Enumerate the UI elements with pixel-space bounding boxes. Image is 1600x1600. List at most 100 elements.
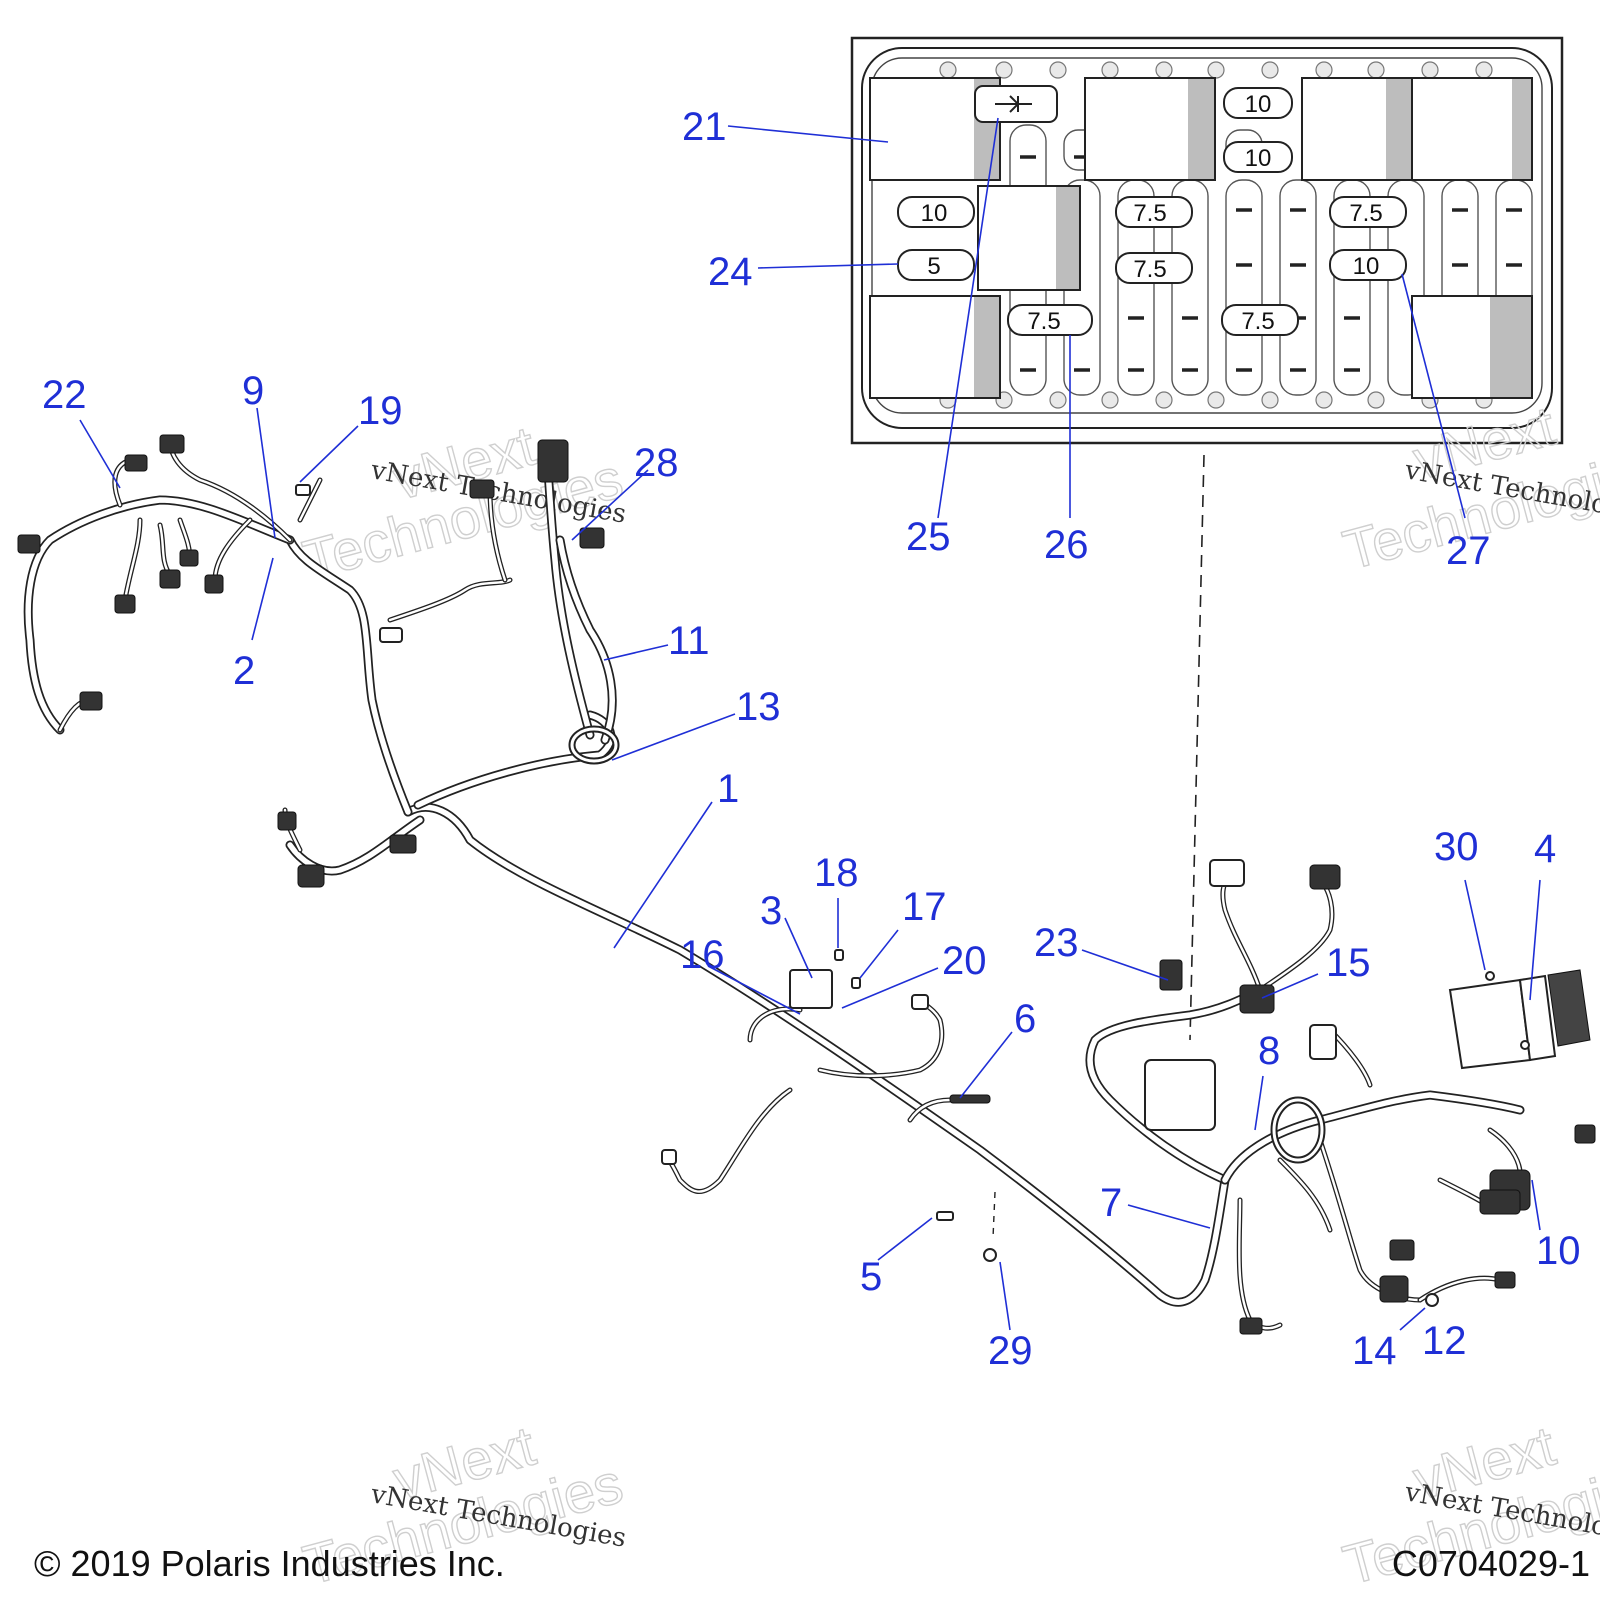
clip-18 bbox=[834, 949, 844, 961]
callout-20: 20 bbox=[942, 939, 987, 983]
clip-5 bbox=[936, 1211, 954, 1221]
connector bbox=[1574, 1124, 1596, 1144]
fastener-12 bbox=[1425, 1293, 1439, 1307]
fuse bbox=[1329, 249, 1407, 281]
callout-1: 1 bbox=[717, 767, 739, 811]
connector bbox=[389, 834, 417, 854]
connector bbox=[1479, 1189, 1521, 1215]
callout-17: 17 bbox=[902, 885, 947, 929]
connector-15 bbox=[1239, 984, 1275, 1014]
wire-harness bbox=[23, 437, 1525, 1331]
callout-27: 27 bbox=[1446, 529, 1491, 573]
callout-numbers: 21 24 25 26 27 22 9 19 2 28 11 13 1 16 3… bbox=[42, 105, 1581, 1373]
connector bbox=[469, 479, 495, 499]
callout-19: 19 bbox=[358, 389, 403, 433]
connector bbox=[179, 549, 199, 567]
callout-22: 22 bbox=[42, 373, 87, 417]
connector bbox=[1309, 864, 1341, 890]
harness-branch bbox=[23, 495, 295, 735]
relays bbox=[869, 77, 1533, 399]
callout-23: 23 bbox=[1034, 921, 1079, 965]
screw bbox=[1485, 971, 1495, 981]
watermarks: vNext Technologies vNext Technologies vN… bbox=[296, 393, 1600, 1597]
fastener-29 bbox=[983, 1248, 997, 1262]
callout-3: 3 bbox=[760, 889, 782, 933]
fuses: 10 10 10 5 7.5 7.5 7.5 10 7.5 7.5 bbox=[897, 87, 1407, 336]
callout-14: 14 bbox=[1352, 1329, 1397, 1373]
fuse-rating: 10 bbox=[1353, 253, 1380, 280]
callout-11: 11 bbox=[668, 619, 710, 663]
connector-28 bbox=[579, 527, 605, 549]
connector bbox=[159, 434, 185, 454]
connector bbox=[1309, 1024, 1337, 1060]
connector-23 bbox=[1159, 959, 1183, 991]
fuse-rating: 7.5 bbox=[1133, 200, 1166, 227]
connector bbox=[297, 864, 325, 888]
fuse-rating: 7.5 bbox=[1349, 200, 1382, 227]
connector bbox=[911, 994, 929, 1010]
callout-4: 4 bbox=[1534, 827, 1556, 871]
connector bbox=[1239, 1317, 1263, 1335]
fuse-rating: 7.5 bbox=[1133, 256, 1166, 283]
fuse-box-30 bbox=[1448, 978, 1532, 1070]
drawing-code: C0704029-1 bbox=[1392, 1543, 1590, 1584]
callout-21: 21 bbox=[682, 105, 727, 149]
callout-29: 29 bbox=[988, 1329, 1033, 1373]
clip-17 bbox=[851, 977, 861, 989]
connector bbox=[159, 569, 181, 589]
connector bbox=[124, 454, 148, 472]
connector bbox=[277, 811, 297, 831]
connector bbox=[661, 1149, 677, 1165]
fuse-rating: 7.5 bbox=[1027, 308, 1060, 335]
connector-6 bbox=[949, 1094, 991, 1104]
callout-12: 12 bbox=[1422, 1319, 1467, 1363]
callout-10: 10 bbox=[1536, 1229, 1581, 1273]
connector bbox=[79, 691, 103, 711]
fuse-cover-4 bbox=[1547, 969, 1591, 1047]
empty-slot-markers bbox=[1020, 155, 1522, 372]
callout-5: 5 bbox=[860, 1255, 882, 1299]
callout-8: 8 bbox=[1258, 1029, 1280, 1073]
callout-18: 18 bbox=[814, 851, 859, 895]
junction-block bbox=[1144, 1059, 1216, 1131]
callout-2: 2 bbox=[233, 649, 255, 693]
connector bbox=[379, 627, 403, 643]
connector bbox=[204, 574, 224, 594]
fuse bbox=[1221, 304, 1299, 336]
fuse-rating: 10 bbox=[1245, 145, 1272, 172]
callout-24: 24 bbox=[708, 250, 753, 294]
screw bbox=[1520, 1040, 1530, 1050]
diode-icon bbox=[995, 95, 1032, 113]
bracket-16 bbox=[789, 969, 833, 1009]
fuse-rating: 5 bbox=[927, 253, 940, 280]
callout-26: 26 bbox=[1044, 523, 1089, 567]
fuse-box-inset: 10 10 10 5 7.5 7.5 7.5 10 7.5 7.5 bbox=[850, 36, 1564, 445]
fuse bbox=[1223, 87, 1293, 119]
fuse bbox=[897, 249, 975, 281]
callout-13: 13 bbox=[736, 685, 781, 729]
fuse-rating: 7.5 bbox=[1241, 308, 1274, 335]
connectors bbox=[17, 434, 1596, 1335]
connector bbox=[114, 594, 136, 614]
fuse bbox=[1223, 141, 1293, 173]
leader-lines bbox=[79, 117, 1541, 1331]
connector bbox=[17, 534, 41, 554]
copyright-text: © 2019 Polaris Industries Inc. bbox=[34, 1543, 505, 1584]
fuse bbox=[1115, 252, 1193, 284]
projection-line bbox=[992, 1191, 996, 1239]
fuse bbox=[1115, 196, 1193, 228]
callout-28: 28 bbox=[634, 441, 679, 485]
connector bbox=[1389, 1239, 1415, 1261]
fuse-rating: 10 bbox=[921, 200, 948, 227]
callout-9: 9 bbox=[242, 369, 264, 413]
connector-14 bbox=[1379, 1275, 1409, 1303]
fuse-rating: 10 bbox=[1245, 91, 1272, 118]
connector-19 bbox=[295, 484, 311, 496]
connector bbox=[1494, 1271, 1516, 1289]
callout-15: 15 bbox=[1326, 941, 1371, 985]
fuse bbox=[897, 196, 975, 228]
fuse bbox=[1007, 304, 1093, 336]
connector bbox=[1209, 859, 1245, 887]
callout-6: 6 bbox=[1014, 997, 1036, 1041]
